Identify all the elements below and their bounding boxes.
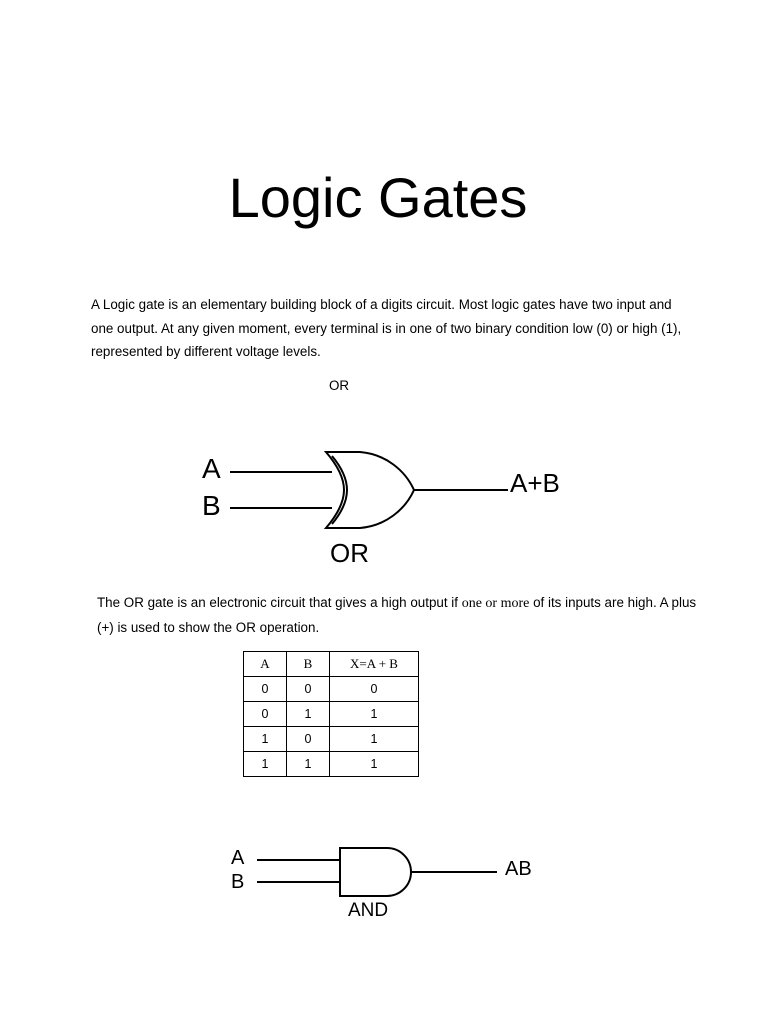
table-row: 0 1 1: [243, 701, 419, 727]
truth-table-cell: 1: [329, 726, 419, 752]
truth-table-cell: 1: [243, 726, 287, 752]
or-input-a-label: A: [202, 453, 221, 484]
truth-table-cell: 1: [286, 751, 330, 777]
table-row: 1 0 1: [243, 726, 419, 752]
truth-table-cell: 0: [286, 676, 330, 702]
and-output-label: AB: [505, 858, 532, 880]
page-title: Logic Gates: [228, 166, 528, 229]
table-row: 1 1 1: [243, 751, 419, 777]
table-row: 0 0 0: [243, 676, 419, 702]
and-gate-shape: [339, 847, 412, 897]
truth-table-header-row: A B X=A + B: [243, 651, 419, 677]
truth-table-cell: 1: [243, 751, 287, 777]
truth-table-header-x: X=A + B: [329, 651, 419, 677]
truth-table-cell: 1: [286, 701, 330, 727]
and-input-b-label: B: [231, 871, 244, 893]
truth-table-cell: 0: [243, 701, 287, 727]
truth-table-cell: 0: [243, 676, 287, 702]
intro-paragraph: A Logic gate is an elementary building b…: [91, 297, 682, 359]
or-gate-back-curve: [331, 455, 348, 525]
or-gate-name: OR: [330, 538, 369, 568]
truth-table-cell: 1: [329, 701, 419, 727]
or-input-b-label: B: [202, 490, 221, 521]
or-gate-diagram: A B A+B OR: [202, 451, 560, 568]
truth-table-header-b: B: [286, 651, 330, 677]
or-description: The OR gate is an electronic circuit tha…: [97, 591, 697, 640]
truth-table-cell: 0: [329, 676, 419, 702]
and-gate-diagram: A B AB AND: [231, 847, 532, 921]
or-description-emphasis: one or more: [461, 596, 530, 611]
or-description-part1: The OR gate is an electronic circuit tha…: [97, 595, 462, 610]
or-output-label: A+B: [510, 468, 560, 498]
or-truth-table: A B X=A + B 0 0 0 0 1 1 1 0 1 1 1 1: [243, 651, 419, 777]
and-input-a-label: A: [231, 847, 245, 869]
truth-table-header-a: A: [243, 651, 287, 677]
truth-table-cell: 0: [286, 726, 330, 752]
or-section-label: OR: [328, 378, 350, 393]
truth-table-cell: 1: [329, 751, 419, 777]
and-gate-name: AND: [348, 900, 388, 921]
or-description-part3: of its inputs are high. A plus (+) is us…: [97, 595, 697, 635]
or-gate-shape: [323, 451, 416, 529]
